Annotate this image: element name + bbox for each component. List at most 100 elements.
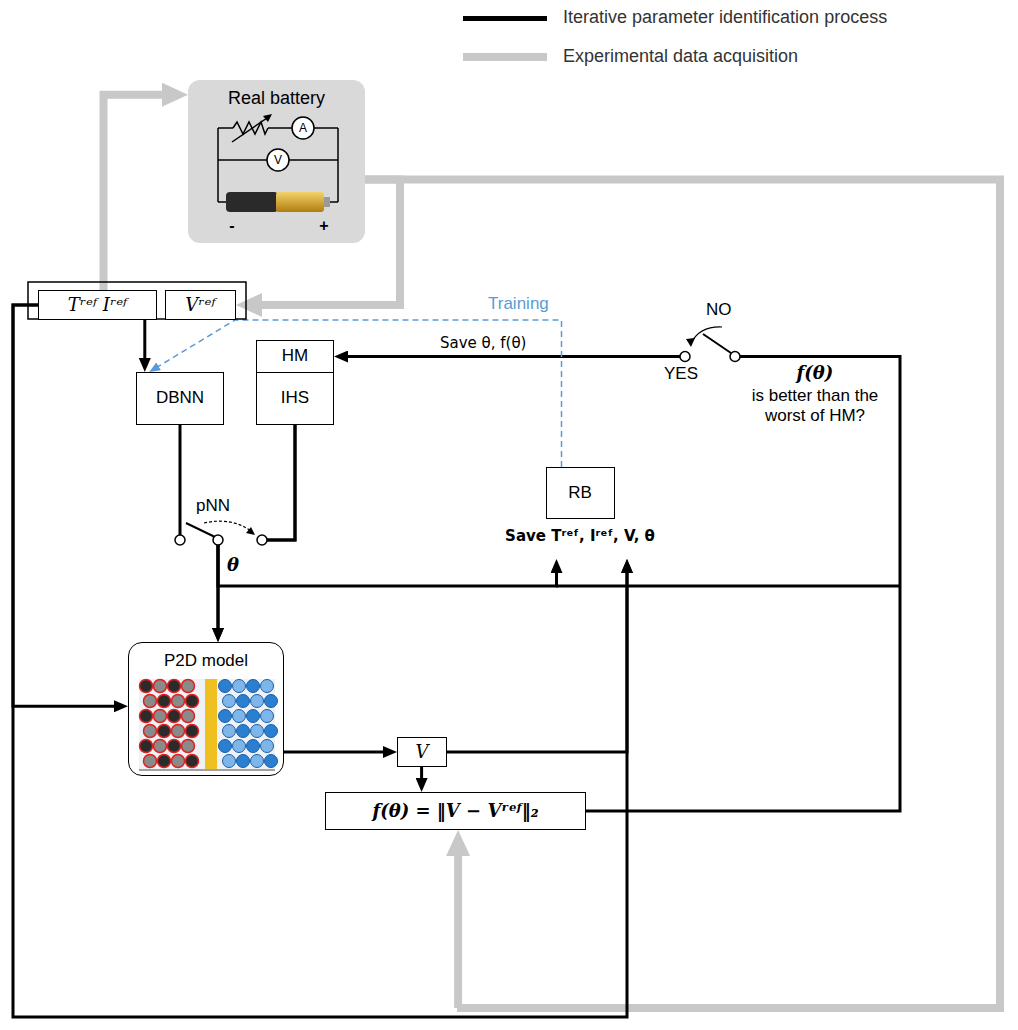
switch-gap (689, 353, 731, 360)
cell-background (139, 679, 275, 769)
memory-box: HM (256, 340, 334, 373)
circuit-wire (330, 201, 338, 203)
anode-particle (186, 695, 199, 708)
process-connector (447, 569, 627, 752)
circuit-wire (268, 127, 292, 129)
annotation-label: f(θ) (797, 362, 834, 384)
anode-particle (154, 740, 167, 753)
annotation-label: pNN (196, 496, 230, 516)
anode-particle (168, 710, 181, 723)
annotation-label: - (229, 216, 234, 235)
switch-gap (223, 537, 257, 544)
toggle-arc (204, 521, 251, 531)
node-text: Vʳᵉᶠ (185, 294, 215, 316)
cathode-particle (237, 755, 250, 768)
circuit-wire (218, 201, 226, 203)
anode-particle (154, 710, 167, 723)
switch-contact (257, 535, 267, 545)
anode-particle (182, 680, 195, 693)
battery-terminal (324, 197, 330, 207)
search-box: IHS (256, 372, 334, 425)
switch-gap (185, 537, 213, 544)
cathode-particle (233, 740, 246, 753)
cathode-particle (223, 695, 236, 708)
cathode-particle (223, 755, 236, 768)
switch-contact (175, 535, 185, 545)
node-text: DBNN (156, 388, 204, 408)
anode-particle (172, 755, 185, 768)
acquisition-connector (365, 179, 1000, 1008)
variable-arrow (232, 116, 270, 142)
anode-particle (168, 740, 181, 753)
cathode-particle (261, 680, 274, 693)
process-connector (420, 767, 423, 782)
voltage-box: V (397, 737, 447, 767)
anode-particle (140, 740, 153, 753)
legend-swatch (463, 16, 547, 21)
process-connector (218, 425, 295, 632)
cathode-particle (261, 710, 274, 723)
circuit-wire (217, 128, 219, 202)
cathode-particle (223, 725, 236, 738)
reference-input-box: Tʳᵉᶠ Iʳᵉᶠ (38, 290, 157, 320)
cathode-particle (265, 755, 278, 768)
voltmeter-symbol (267, 149, 289, 171)
toggle-arc (691, 327, 722, 343)
anode-particle (182, 710, 195, 723)
process-connector (13, 305, 627, 1017)
edge-label: Training (488, 294, 549, 314)
annotation-label: V (274, 153, 282, 167)
cathode-particle (247, 710, 260, 723)
cathode-particle (251, 725, 264, 738)
network-box: DBNN (136, 372, 224, 425)
axis-line (139, 770, 275, 771)
anode-particle (158, 755, 171, 768)
circuit-wire (337, 128, 339, 202)
switch-pivot (213, 535, 223, 545)
cathode-particle (247, 740, 260, 753)
buffer-box: RBSave Tʳᵉᶠ, Iʳᵉᶠ, V, θ (496, 467, 664, 559)
cathode-particle (251, 695, 264, 708)
cathode-particle (233, 680, 246, 693)
annotation-label: θ (227, 554, 239, 576)
reference-voltage-box: Vʳᵉᶠ (165, 290, 236, 320)
anode-particle (158, 725, 171, 738)
anode-particle (144, 725, 157, 738)
cathode-particle (247, 680, 260, 693)
anode-particle (144, 755, 157, 768)
toggle-arrowhead (686, 338, 695, 347)
node-text: RB (568, 483, 592, 503)
variable-arrowhead (263, 114, 272, 122)
legend-text: Experimental data acquisition (563, 46, 798, 68)
toggle-arrowhead (246, 527, 255, 535)
switch-blade (703, 334, 731, 353)
cathode-particle (233, 710, 246, 723)
node-text: P2D model (164, 651, 248, 671)
anode-particle (172, 695, 185, 708)
node-text: HM (282, 346, 308, 366)
process-connector (218, 425, 557, 586)
cathode-particle (219, 680, 232, 693)
process-connector (13, 305, 118, 706)
node-text: f(θ) = ‖V − Vʳᵉᶠ‖₂ (372, 800, 538, 822)
process-connector (180, 425, 218, 632)
node-text: IHS (281, 388, 309, 408)
process-connector (143, 320, 146, 362)
anode-particle (144, 695, 157, 708)
node-text: Tʳᵉᶠ Iʳᵉᶠ (68, 294, 128, 316)
separator-band (205, 679, 217, 769)
annotation-label: YES (664, 364, 698, 384)
annotation-label: is better than the worst of HM? (740, 386, 890, 427)
anode-particle (186, 755, 199, 768)
circuit-wire (218, 159, 267, 161)
anode-particle (182, 740, 195, 753)
anode-particle (140, 680, 153, 693)
buffer-frame: RB (546, 467, 615, 519)
battery-body (276, 192, 324, 212)
annotation-label: A (299, 121, 307, 135)
switch-contact (730, 352, 740, 362)
annotation-label: + (319, 216, 328, 235)
